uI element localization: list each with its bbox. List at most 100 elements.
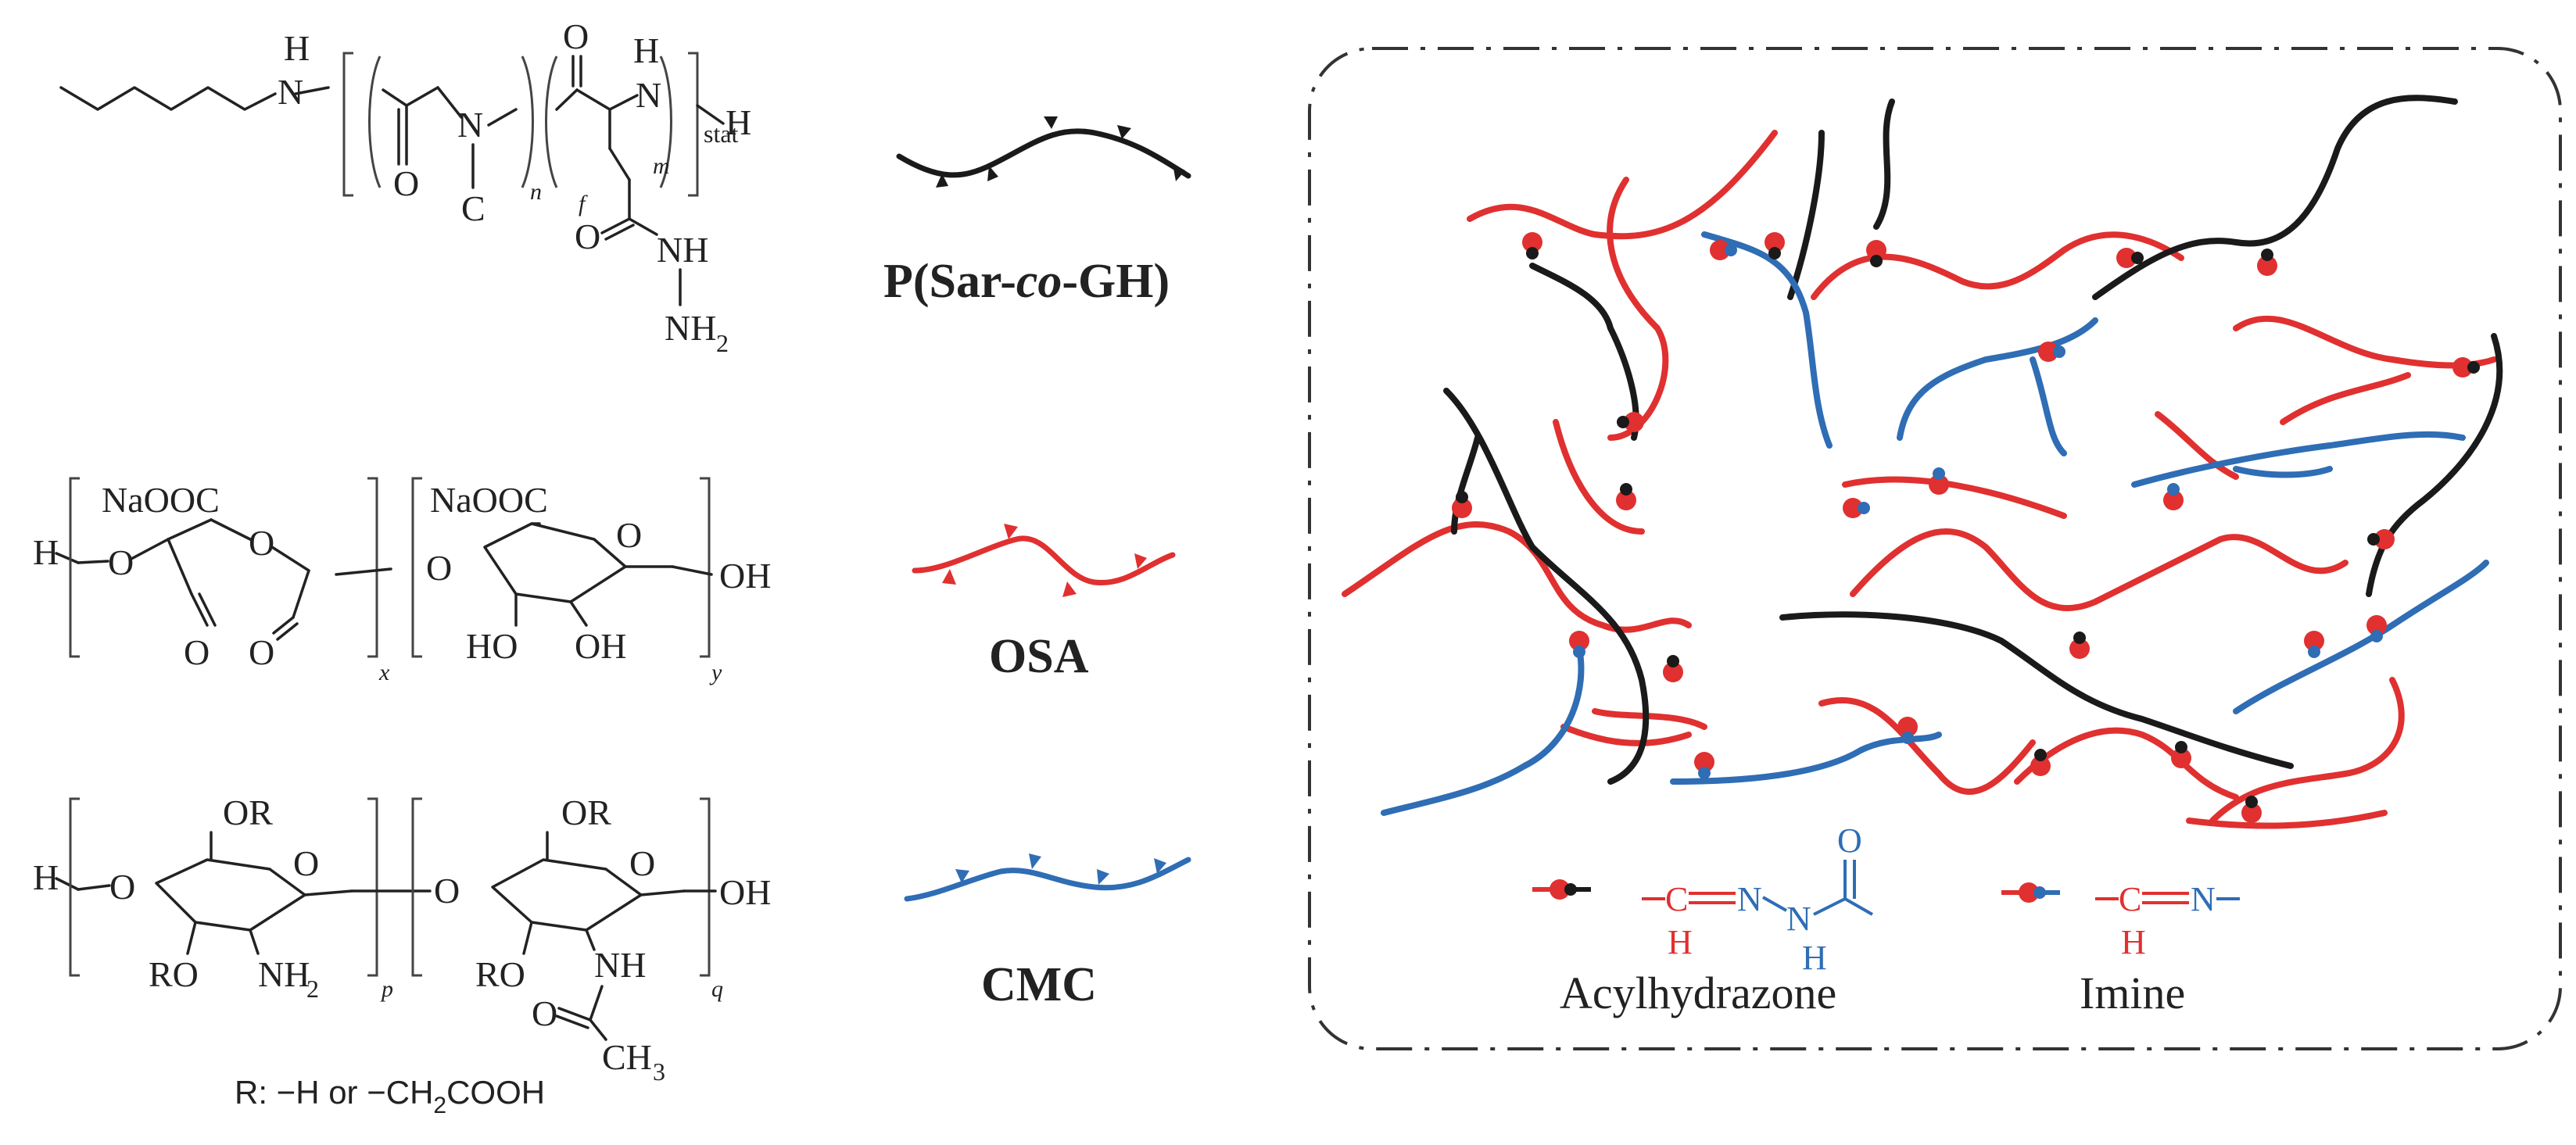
imine-label: Imine [2080, 968, 2185, 1018]
blue-crosslink [1569, 631, 1589, 658]
cmc-or-2: OR [561, 793, 611, 832]
cmc-ch3: CH [602, 1037, 652, 1077]
imine-n: N [2191, 880, 2216, 918]
osa-structure: H O NaOOC O O O x O NaOOC O HO OH [33, 477, 771, 685]
psar-n-sub: n [530, 179, 542, 205]
osa-oh-ring: OH [575, 626, 626, 666]
osa-o-ring2: O [616, 515, 642, 555]
psar-label-post: -GH) [1062, 255, 1170, 308]
psar-nh2: NH [665, 308, 716, 348]
psar-h-gh: H [633, 30, 659, 70]
cmc-ro-2: RO [475, 954, 525, 994]
osa-naooc-1: NaOOC [102, 480, 220, 520]
blue-crosslink [2038, 342, 2065, 362]
blue-crosslink [1694, 752, 1714, 779]
osa-h-start: H [33, 532, 59, 572]
osa-o-ald2: O [249, 632, 274, 672]
imine-crosslink [2257, 249, 2277, 276]
r-note-sub: 2 [433, 1093, 446, 1118]
cmc-o-ring1: O [293, 843, 319, 883]
cmc-icon [904, 853, 1191, 902]
osa-icon [912, 524, 1176, 597]
imine-crosslink [1616, 483, 1636, 510]
psar-o3: O [575, 216, 600, 256]
acylhydrazone-label: Acylhydrazone [1560, 968, 1836, 1018]
osa-naooc-2: NaOOC [430, 480, 548, 520]
psar-outer-bracket-left [342, 52, 353, 197]
r-note-suffix: COOH [446, 1074, 545, 1111]
psar-h-top: H [284, 28, 310, 68]
osa-oh-end: OH [719, 556, 771, 596]
cmc-o-link1: O [109, 867, 135, 907]
psar-structure: N H O N C n O N H m f [59, 16, 751, 357]
osa-o-ald1: O [184, 632, 210, 672]
imine-crosslink [1663, 655, 1683, 682]
psar-f-label: f [579, 191, 588, 216]
cmc-p-sub: p [380, 976, 393, 1002]
imine-crosslink [2069, 632, 2090, 659]
osa-label: OSA [989, 630, 1089, 683]
imine-crosslink [1866, 240, 1886, 267]
cmc-structure: H O OR O RO NH 2 p O OR O RO NH O CH 3 [33, 793, 771, 1086]
psar-stat: stat [704, 120, 739, 148]
psar-o2: O [563, 16, 589, 56]
cmc-o-link2: O [434, 871, 460, 911]
blue-crosslink [1929, 467, 1949, 495]
imine-crosslink [2452, 357, 2480, 377]
crosslinks [1452, 232, 2480, 823]
imine-crosslink [1617, 412, 1644, 432]
imine-h: H [2121, 923, 2146, 961]
osa-o-link1: O [108, 542, 134, 582]
cmc-o-ring2: O [629, 843, 655, 883]
cmc-or-1: OR [223, 793, 273, 832]
cmc-label: CMC [981, 958, 1097, 1011]
blue-crosslink [1710, 240, 1737, 260]
network-chains [1342, 95, 2503, 829]
psar-nh: NH [657, 230, 708, 270]
imine-crosslink [2116, 248, 2144, 268]
r-note-prefix: R: −H or −CH [235, 1074, 433, 1111]
cmc-nh2: NH [258, 954, 310, 994]
osa-o-link2: O [426, 548, 452, 588]
psar-outer-bracket-right [688, 52, 699, 197]
psar-label-pre: P(Sar- [883, 255, 1016, 308]
psar-m-sub: m [653, 153, 670, 179]
acylhydrazone-symbol [1550, 879, 1570, 900]
osa-x-sub: x [378, 660, 390, 685]
cmc-nh2-sub: 2 [306, 975, 319, 1003]
imine-crosslink [1452, 491, 1472, 518]
osa-ring2 [483, 522, 627, 603]
imine-crosslink [2367, 529, 2395, 549]
psar-label-co: co [1016, 255, 1062, 308]
blue-crosslink [2304, 631, 2324, 658]
blue-crosslink [2366, 615, 2387, 642]
imine-crosslink [1522, 232, 1542, 259]
imine-crosslink [2171, 741, 2191, 768]
cmc-ring2 [491, 858, 643, 932]
psar-o1: O [393, 163, 419, 203]
imine-crosslink [2030, 749, 2051, 776]
imine-c: C [2119, 880, 2141, 918]
cmc-nh: NH [594, 945, 646, 985]
cmc-ro-1: RO [149, 954, 199, 994]
acyl-n2: N [1786, 900, 1811, 938]
network-panel-frame [1308, 47, 2562, 1050]
cmc-q-sub: q [711, 976, 723, 1002]
acyl-n1: N [1737, 880, 1762, 918]
psar-nh2-sub: 2 [716, 329, 729, 357]
imine-crosslink [1765, 232, 1785, 259]
imine-crosslink [2241, 796, 2262, 823]
cmc-ch3-sub: 3 [653, 1057, 665, 1086]
psar-c-methyl: C [461, 188, 485, 228]
network-legend: C H N N H O C H N Acylhydrazone Imine [1532, 821, 2240, 1018]
acyl-h: H [1668, 923, 1693, 961]
osa-o-ring1: O [249, 523, 274, 563]
blue-crosslink [2163, 483, 2184, 510]
hexyl-chain [59, 86, 277, 111]
cmc-h-start: H [33, 857, 59, 897]
blue-crosslink [1897, 717, 1918, 744]
psar-icon [896, 116, 1191, 188]
psar-n-sar: N [457, 105, 483, 145]
